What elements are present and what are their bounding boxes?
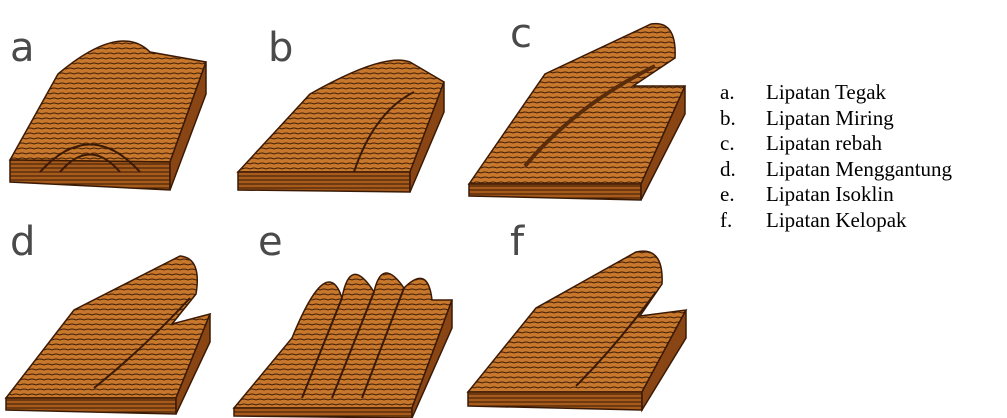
overturned-fold-block (4, 238, 214, 413)
legend-label: Lipatan Menggantung (766, 157, 952, 181)
legend-item-d: d.Lipatan Menggantung (720, 157, 952, 183)
legend-item-c: c.Lipatan rebah (720, 131, 952, 157)
upright-fold-block (10, 22, 210, 192)
legend-item-f: f.Lipatan Kelopak (720, 208, 952, 234)
legend-item-e: e.Lipatan Isoklin (720, 182, 952, 208)
legend-key: a. (720, 80, 766, 106)
legend-item-a: a.Lipatan Tegak (720, 80, 952, 106)
legend-label: Lipatan Tegak (766, 80, 886, 104)
panel-letter: e (258, 222, 283, 262)
legend-label: Lipatan Kelopak (766, 208, 907, 232)
isoclinal-fold-block (232, 258, 457, 418)
legend-key: f. (720, 208, 766, 234)
fan-fold-block (466, 236, 696, 406)
legend-key: c. (720, 131, 766, 157)
legend-key: b. (720, 106, 766, 132)
inclined-fold-block (234, 22, 444, 192)
recumbent-fold-block (465, 16, 695, 196)
fold-type-legend: a.Lipatan Tegak b.Lipatan Miring c.Lipat… (720, 80, 952, 233)
legend-label: Lipatan Isoklin (766, 182, 894, 206)
legend-key: e. (720, 182, 766, 208)
legend-item-b: b.Lipatan Miring (720, 106, 952, 132)
legend-label: Lipatan Miring (766, 106, 894, 130)
legend-label: Lipatan rebah (766, 131, 882, 155)
legend-key: d. (720, 157, 766, 183)
